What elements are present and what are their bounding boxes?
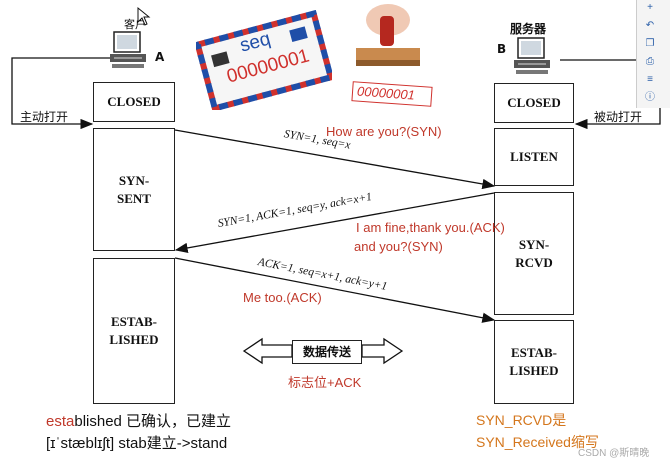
passive-open-label: 被动打开 [594,110,643,124]
plus-icon[interactable]: + [647,2,653,13]
stamp-icon [356,4,420,66]
watermark: CSDN @斯晴晚 [578,448,650,459]
info-icon[interactable]: ⓘ [645,92,655,103]
ack-arrow [174,257,496,323]
data-transfer-arrow [242,337,293,365]
stamp-number: 00000001 [356,83,416,103]
phonetic-note: [ɪˈstæblɪʃt] stab建立->stand [46,435,228,452]
server-state-syn-rcvd: SYN- RCVD [494,192,574,315]
server-state-closed: CLOSED [494,83,574,123]
flag-annotation: 标志位+ACK [288,375,362,390]
syn-ack-annotation-1: I am fine,thank you.(ACK) [356,220,505,235]
mouse-cursor-icon [137,6,151,26]
envelope-icon [196,10,332,110]
server-name: 服务器 [510,22,547,36]
server-state-established: ESTAB- LISHED [494,320,574,404]
syn-ack-annotation-2: and you?(SYN) [354,239,443,254]
data-transfer-box: 数据传送 [292,340,362,364]
side-toolbar: + ↶ ❐ ⎙ ≡ ⓘ [636,0,670,108]
established-rest: blished 已确认，已建立 [74,413,232,430]
undo-icon[interactable]: ↶ [645,20,655,31]
client-state-syn-sent: SYN- SENT [93,128,175,251]
server-letter: B [497,42,507,56]
syn-ack-arrow [174,192,495,254]
client-state-closed: CLOSED [93,82,175,122]
copy-icon[interactable]: ❐ [645,38,655,49]
ack-annotation: Me too.(ACK) [243,290,322,305]
client-computer-icon [110,31,146,68]
server-state-listen: LISTEN [494,128,574,186]
client-link-line [11,57,112,130]
print-icon[interactable]: ⎙ [646,56,654,67]
syn-rcvd-note-2: SYN_Received缩写 [476,434,599,450]
client-state-established: ESTAB- LISHED [93,258,175,404]
client-letter: A [155,50,165,64]
syn-arrow [174,129,496,190]
server-computer-icon [514,37,550,74]
active-open-label: 主动打开 [20,110,69,124]
list-icon[interactable]: ≡ [647,74,653,85]
syn-rcvd-note-1: SYN_RCVD是 [476,412,567,428]
syn-annotation: How are you?(SYN) [326,124,442,139]
client-name: 客户 [124,18,146,31]
established-note: established 已确认，已建立 [46,410,231,431]
established-prefix: esta [46,413,75,430]
